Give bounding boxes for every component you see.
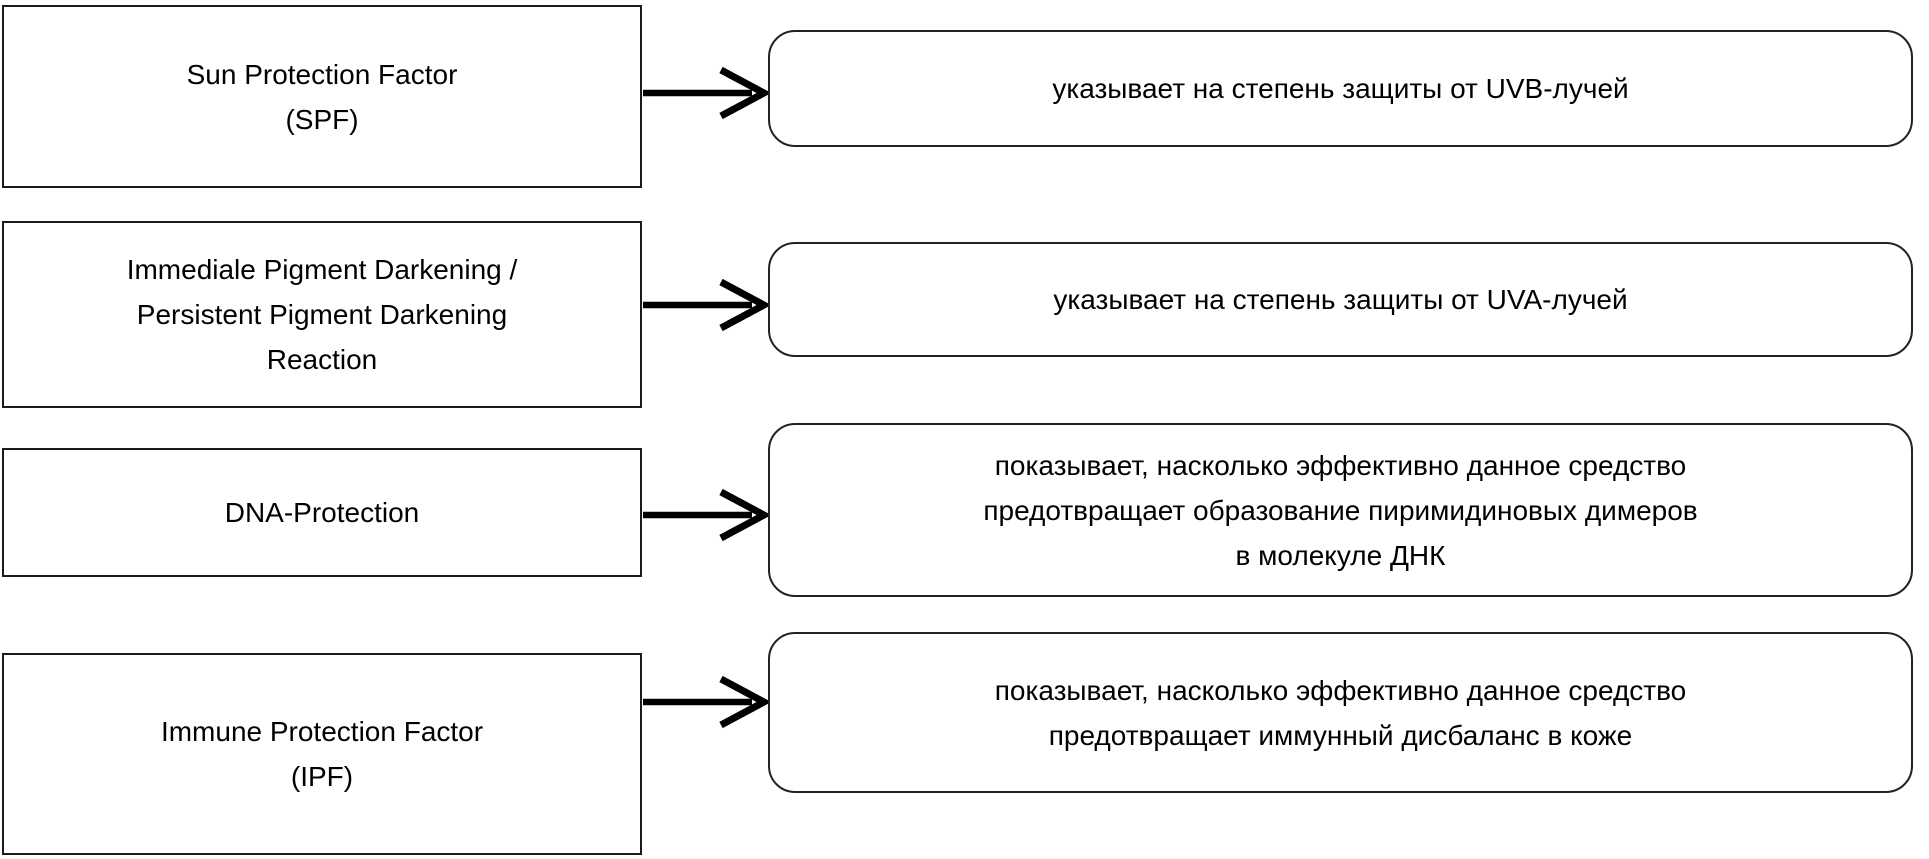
arrow-right-icon (643, 278, 769, 332)
term-box-dna-protection: DNA-Protection (2, 448, 642, 577)
term-label-spf: Sun Protection Factor (SPF) (186, 58, 458, 135)
definition-box-uva: указывает на степень защиты от UVA-лучей (768, 242, 1913, 357)
arrow-right-icon (643, 675, 769, 729)
definition-text-uva: указывает на степень защиты от UVA-лучей (1053, 284, 1628, 315)
term-box-ipf: Immune Protection Factor (IPF) (2, 653, 642, 855)
definition-text-uvb: указывает на степень защиты от UVB-лучей (1052, 73, 1629, 104)
definition-box-dna: показывает, насколько эффективно данное … (768, 423, 1913, 597)
term-box-ipd-ppd: Immediale Pigment Darkening / Persistent… (2, 221, 642, 408)
term-label-ipf: Immune Protection Factor (IPF) (160, 716, 484, 792)
definition-box-uvb: указывает на степень защиты от UVB-лучей (768, 30, 1913, 147)
arrow-right-icon (643, 66, 769, 120)
definition-text-dna: показывает, насколько эффективно данное … (983, 449, 1698, 571)
arrow-right-icon (643, 488, 769, 542)
term-box-spf: Sun Protection Factor (SPF) (2, 5, 642, 188)
term-label-ipd-ppd: Immediale Pigment Darkening / Persistent… (126, 254, 518, 375)
definition-text-immune: показывает, насколько эффективно данное … (994, 674, 1687, 751)
definition-box-immune: показывает, насколько эффективно данное … (768, 632, 1913, 793)
term-label-dna-protection: DNA-Protection (224, 497, 420, 528)
